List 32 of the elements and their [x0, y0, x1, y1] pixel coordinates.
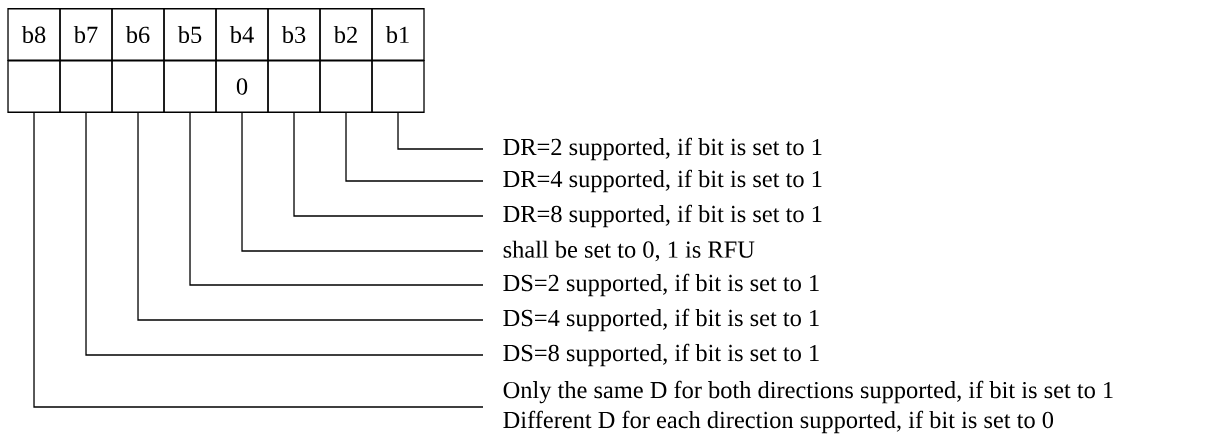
value-cell — [59, 60, 113, 113]
description-text: DR=4 supported, if bit is set to 1 — [503, 169, 822, 193]
value-cell — [163, 60, 217, 113]
value-cell — [7, 60, 61, 113]
value-cell — [319, 60, 373, 113]
leader-line — [241, 112, 484, 252]
leader-line — [397, 112, 484, 150]
leader-line — [345, 112, 484, 182]
value-cell — [267, 60, 321, 113]
value-cell: 0 — [215, 60, 269, 113]
description-text: DS=8 supported, if bit is set to 1 — [503, 343, 819, 367]
leader-line — [189, 112, 484, 286]
leader-line — [137, 112, 484, 321]
header-cell: b1 — [371, 8, 425, 61]
header-cell: b5 — [163, 8, 217, 61]
description-text: DS=2 supported, if bit is set to 1 — [503, 273, 819, 297]
leader-line — [85, 112, 484, 356]
description-text: DS=4 supported, if bit is set to 1 — [503, 308, 819, 332]
description-text: Only the same D for both directions supported, if bit is set to 1 Different D for each direction supported, if bit is set to 0 — [503, 380, 1113, 434]
description-text: DR=2 supported, if bit is set to 1 — [503, 137, 822, 161]
leader-line — [33, 112, 484, 408]
description-text: DR=8 supported, if bit is set to 1 — [503, 204, 822, 228]
description-text: shall be set to 0, 1 is RFU — [503, 240, 755, 262]
header-cell: b3 — [267, 8, 321, 61]
header-cell: b2 — [319, 8, 373, 61]
header-cell: b4 — [215, 8, 269, 61]
header-cell: b6 — [111, 8, 165, 61]
leader-line — [293, 112, 484, 217]
header-cell: b7 — [59, 8, 113, 61]
header-cell: b8 — [7, 8, 61, 61]
value-cell — [371, 60, 425, 113]
value-cell — [111, 60, 165, 113]
